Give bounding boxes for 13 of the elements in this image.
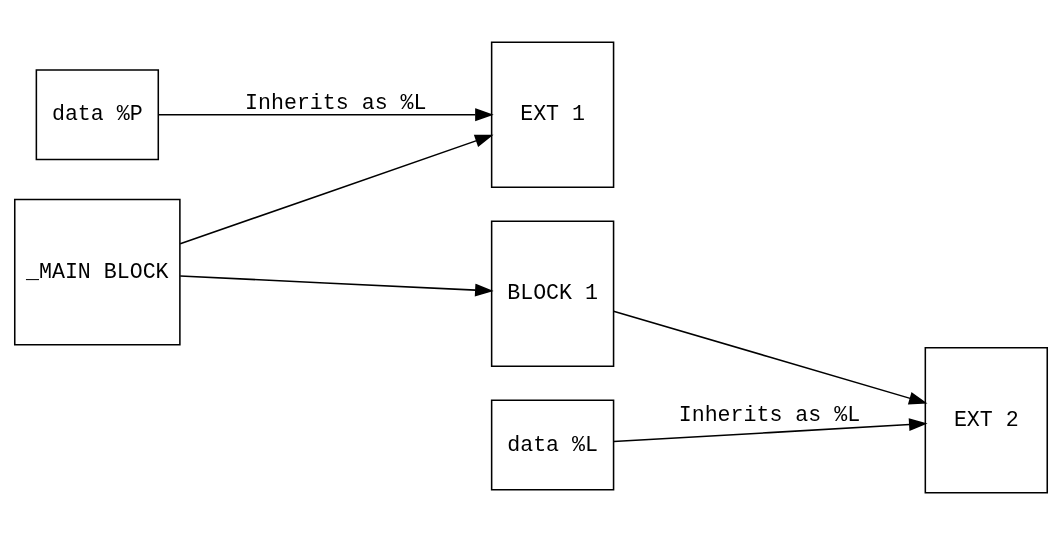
arrow <box>157 108 494 122</box>
node-box: data %P <box>35 69 160 161</box>
arrow <box>612 418 928 443</box>
node-box: EXT 1 <box>490 41 615 188</box>
arrow <box>179 275 494 297</box>
node-box: EXT 2 <box>924 347 1048 494</box>
node-box: _MAIN BLOCK <box>14 198 181 346</box>
edge-label: Inherits as %L <box>678 402 861 427</box>
node-box: data %L <box>490 399 615 491</box>
edge-label: Inherits as %L <box>245 90 427 115</box>
arrow <box>179 134 494 245</box>
arrow <box>612 310 928 405</box>
node-box: BLOCK 1 <box>490 220 615 368</box>
